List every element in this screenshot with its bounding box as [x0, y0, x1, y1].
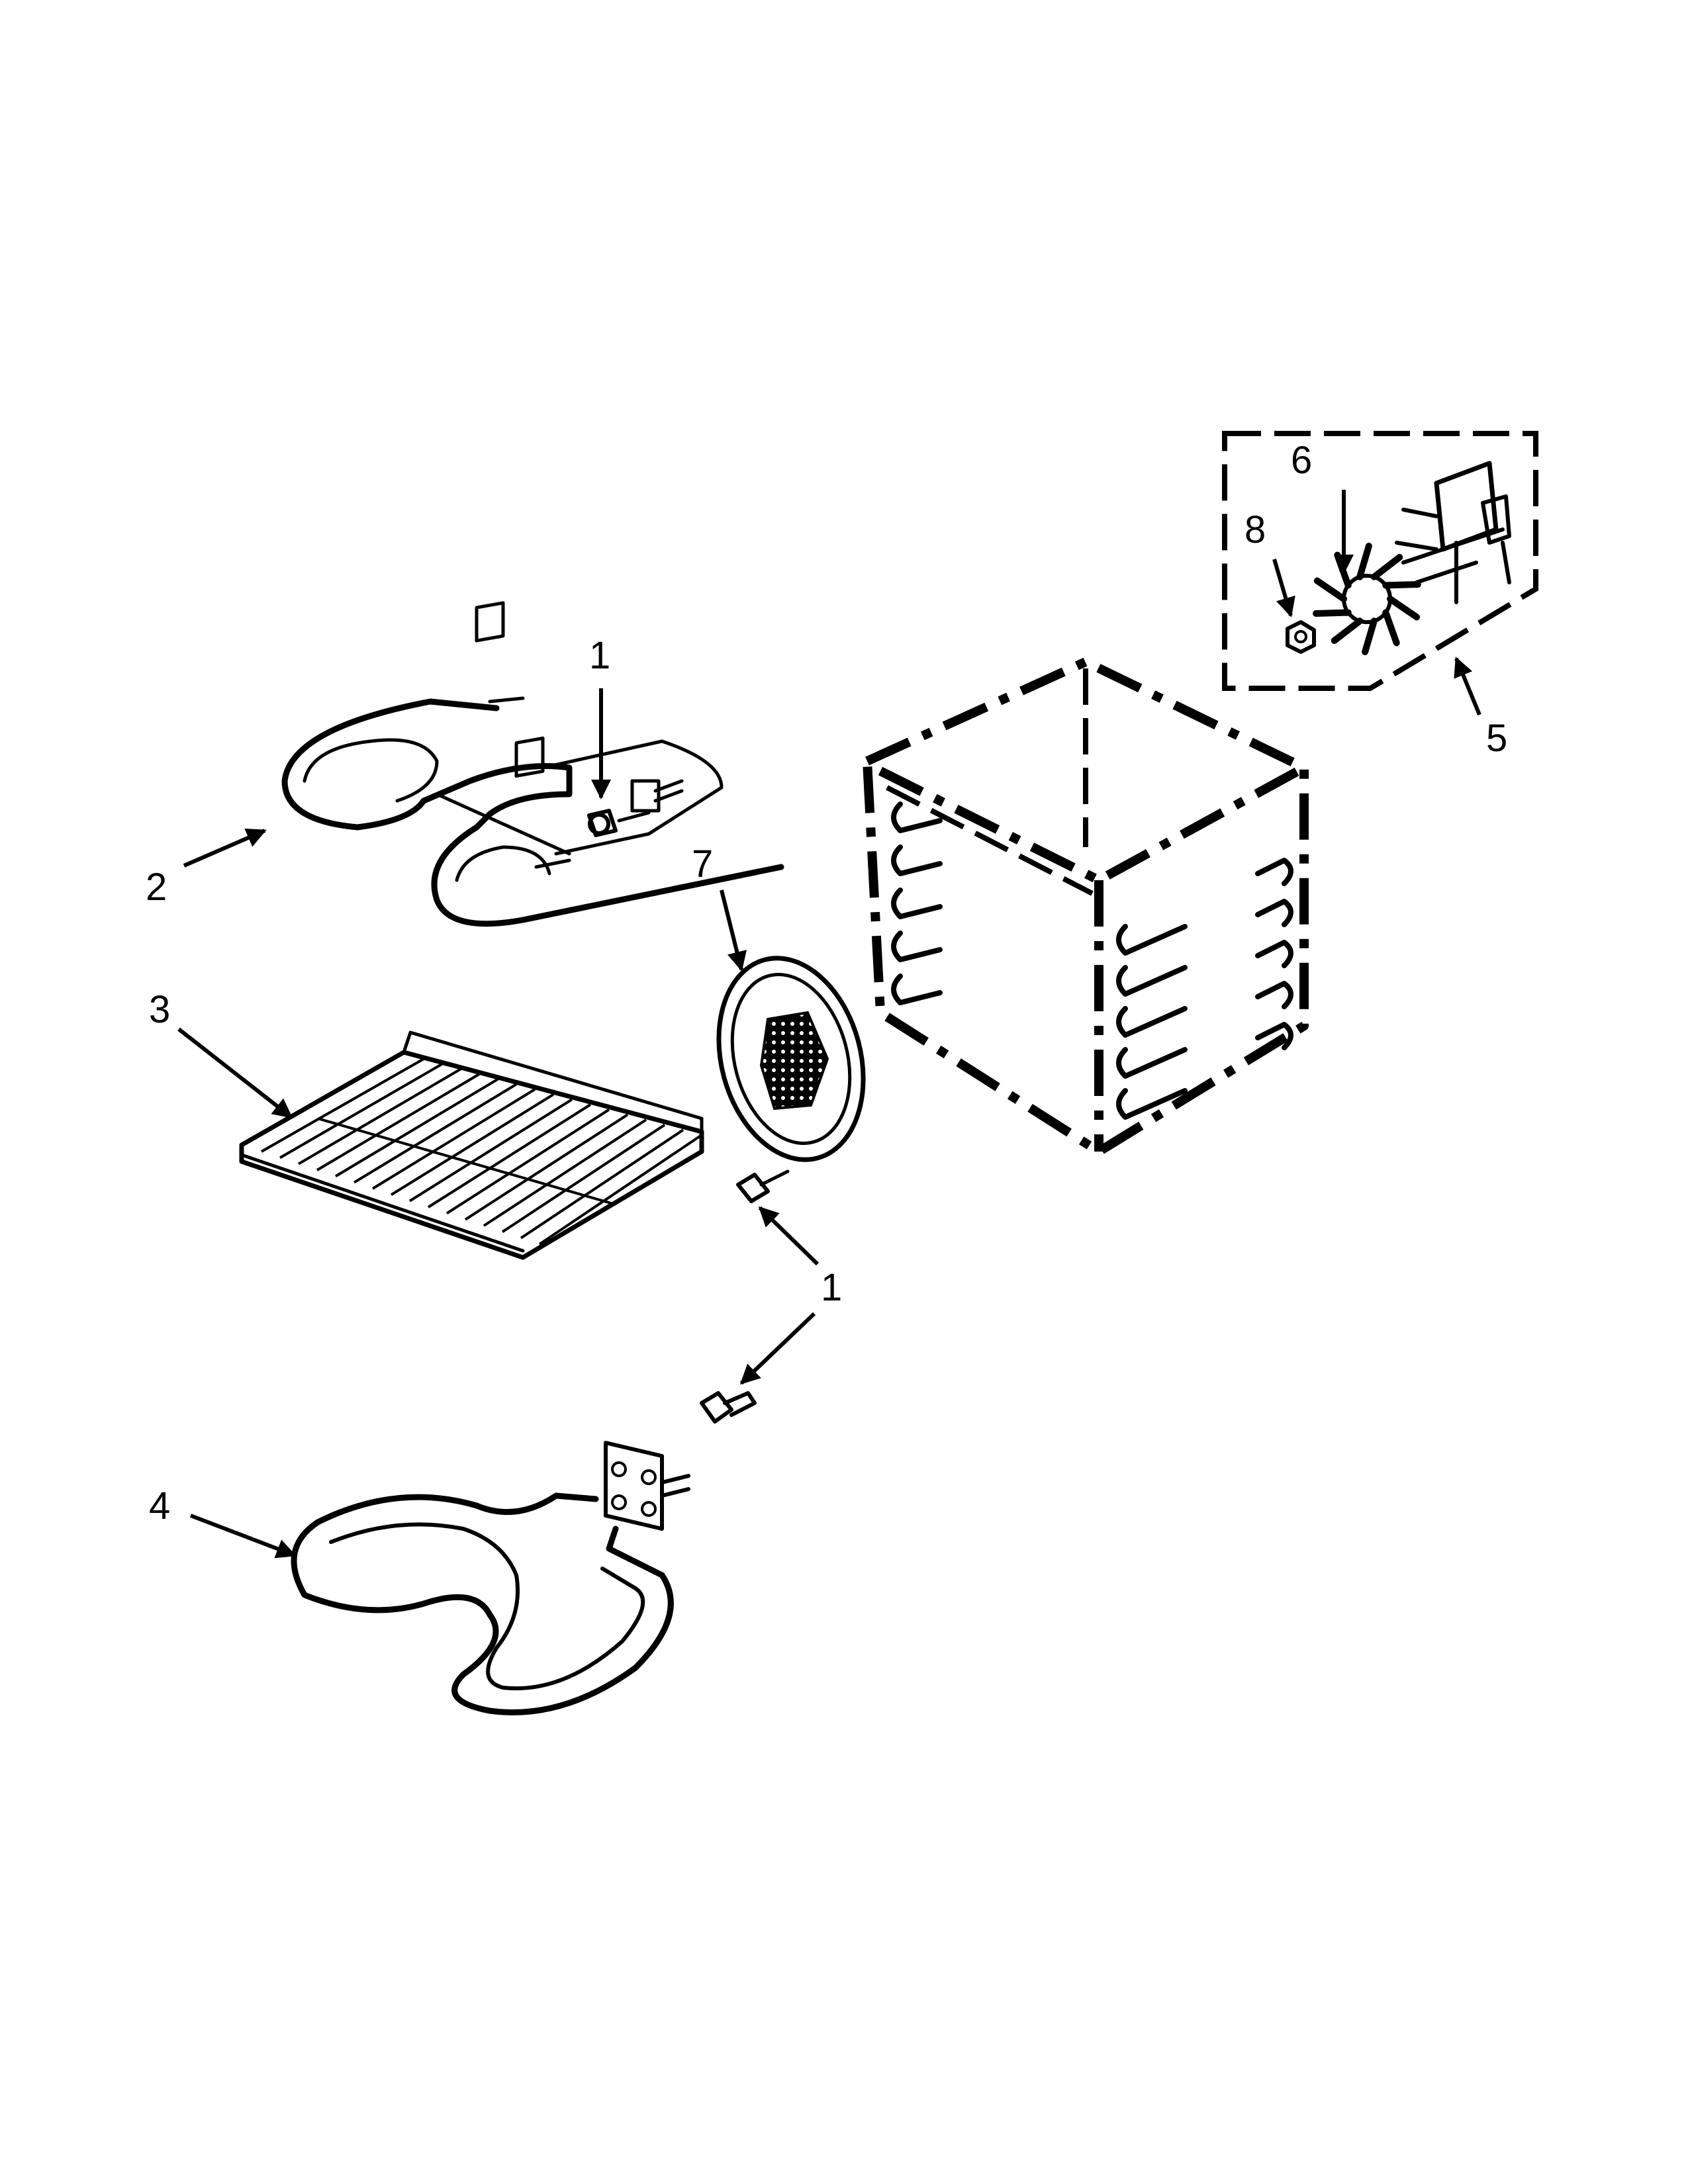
fan-blade-vane — [1313, 577, 1347, 602]
fan-blade-vane — [1387, 596, 1421, 621]
rack-bar — [445, 1108, 610, 1215]
cavity-slot-left — [891, 887, 943, 919]
cavity-slot-left — [891, 844, 943, 876]
callout-1-top: 1 — [589, 634, 610, 677]
cavity-slot-right — [1116, 924, 1188, 956]
fan-blade — [1313, 543, 1421, 655]
fan-blade-vane — [1313, 609, 1352, 617]
cavity-slot-left — [891, 974, 943, 1005]
rack-bar — [464, 1113, 629, 1221]
screw-lower — [700, 1391, 757, 1424]
fan-baffle — [716, 956, 866, 1162]
rack-bar — [316, 1073, 481, 1171]
broil-element — [281, 601, 784, 927]
cavity-slot-back — [1255, 1022, 1293, 1050]
callout-1-mid: 1 — [821, 1266, 842, 1309]
cavity-slot-back — [1255, 858, 1293, 886]
callout-6: 6 — [1291, 439, 1312, 482]
cavity-slot-back — [1255, 981, 1293, 1009]
rack-bar — [334, 1077, 499, 1178]
cavity-slot-left — [891, 801, 943, 833]
leader-arrows — [177, 490, 1481, 1559]
rack-bar — [353, 1083, 518, 1184]
fan-blade-vane — [1370, 554, 1403, 580]
callout-8: 8 — [1244, 508, 1266, 551]
callout-7: 7 — [692, 842, 713, 886]
rack-bar — [408, 1098, 573, 1203]
callout-5: 5 — [1486, 717, 1507, 760]
callout-4: 4 — [149, 1484, 170, 1527]
rack-bar — [501, 1123, 666, 1234]
cavity-slot-back — [1255, 940, 1293, 968]
baffle-screw — [736, 1169, 790, 1203]
fan-blade-vane — [1356, 543, 1372, 580]
rack-bar — [261, 1058, 424, 1153]
screw-top — [587, 779, 684, 837]
oven-rack — [239, 1030, 704, 1260]
rack-bar — [390, 1093, 555, 1197]
fan-blade-vane — [1382, 609, 1400, 647]
cavity-slot-back — [1255, 899, 1293, 927]
cavity-slot-right — [1116, 1006, 1188, 1038]
callout-2: 2 — [146, 866, 167, 909]
fan-blade-vane — [1331, 617, 1364, 644]
cavity-slot-right — [1116, 965, 1188, 997]
rack-bar — [427, 1103, 592, 1208]
fan-blade-vane — [1362, 617, 1378, 655]
rack-bar — [371, 1088, 536, 1190]
bake-element — [291, 1441, 690, 1715]
rack-bar — [538, 1134, 703, 1246]
rack-bar — [483, 1118, 647, 1227]
rack-bar — [520, 1128, 684, 1240]
hex-nut — [1286, 620, 1316, 654]
rack-bar — [279, 1062, 444, 1160]
cavity-slot-right — [1116, 1088, 1188, 1120]
rack-bar — [297, 1068, 462, 1165]
cavity-slot-right — [1116, 1047, 1188, 1079]
callout-3: 3 — [149, 988, 170, 1031]
fan-blade-vane — [1382, 581, 1421, 589]
fan-motor — [1395, 461, 1511, 604]
callout-labels: 1 2 3 4 7 1 6 8 5 — [146, 439, 1507, 1527]
cavity-slot-left — [891, 931, 943, 962]
convection-fan-assembly — [1222, 431, 1538, 691]
oven-cavity — [863, 657, 1309, 1156]
